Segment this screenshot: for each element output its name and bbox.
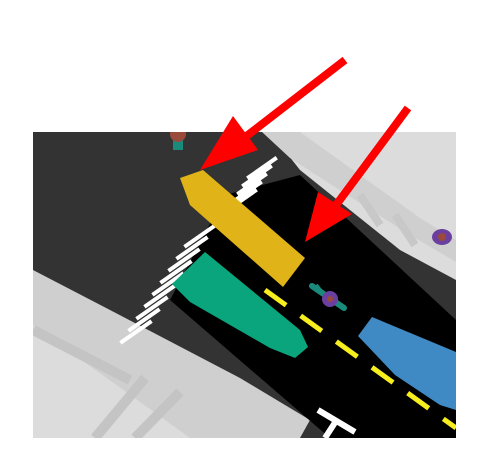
pedestrian-right [432, 229, 452, 245]
crosswalk-lower [119, 223, 217, 345]
yellow-car [180, 170, 305, 287]
sidewalk-seam [391, 212, 419, 248]
crosswalk-stripe [135, 295, 169, 321]
crosswalk-stripe [167, 247, 201, 273]
crosswalk-stripe [119, 319, 153, 345]
crosswalk-stripe [236, 172, 268, 196]
lane-divider [263, 287, 456, 431]
arrow-right-head [305, 192, 352, 242]
pedestrian-top [170, 132, 186, 150]
green-car [172, 252, 308, 358]
crosswalk-stripe [127, 307, 161, 333]
crosswalk-stripe [231, 180, 263, 204]
blue-car [358, 317, 456, 410]
sidewalk-bottom-left [33, 300, 300, 438]
sidewalk-seam [33, 325, 133, 385]
crosswalk-stripe [183, 223, 217, 249]
road-marking [316, 407, 357, 438]
cyclist [309, 283, 347, 311]
crosswalk-upper [226, 156, 278, 212]
crosswalk-stripe [175, 235, 209, 261]
crosswalk-stripe [159, 259, 193, 285]
crosswalk-stripe [246, 156, 278, 180]
map-area [33, 132, 456, 438]
arrow-icon [321, 105, 412, 223]
sidewalk-seam [131, 388, 184, 438]
sidewalk-seam [91, 374, 149, 438]
crosswalk-stripe [143, 283, 177, 309]
sidewalk-bottom-left-curb [33, 270, 310, 438]
crosswalk-stripe [241, 164, 273, 188]
annotation-arrows [200, 56, 412, 242]
sidewalk-seam [356, 192, 384, 228]
crosswalk-stripe [151, 271, 185, 297]
arrow-left-head [200, 116, 258, 170]
